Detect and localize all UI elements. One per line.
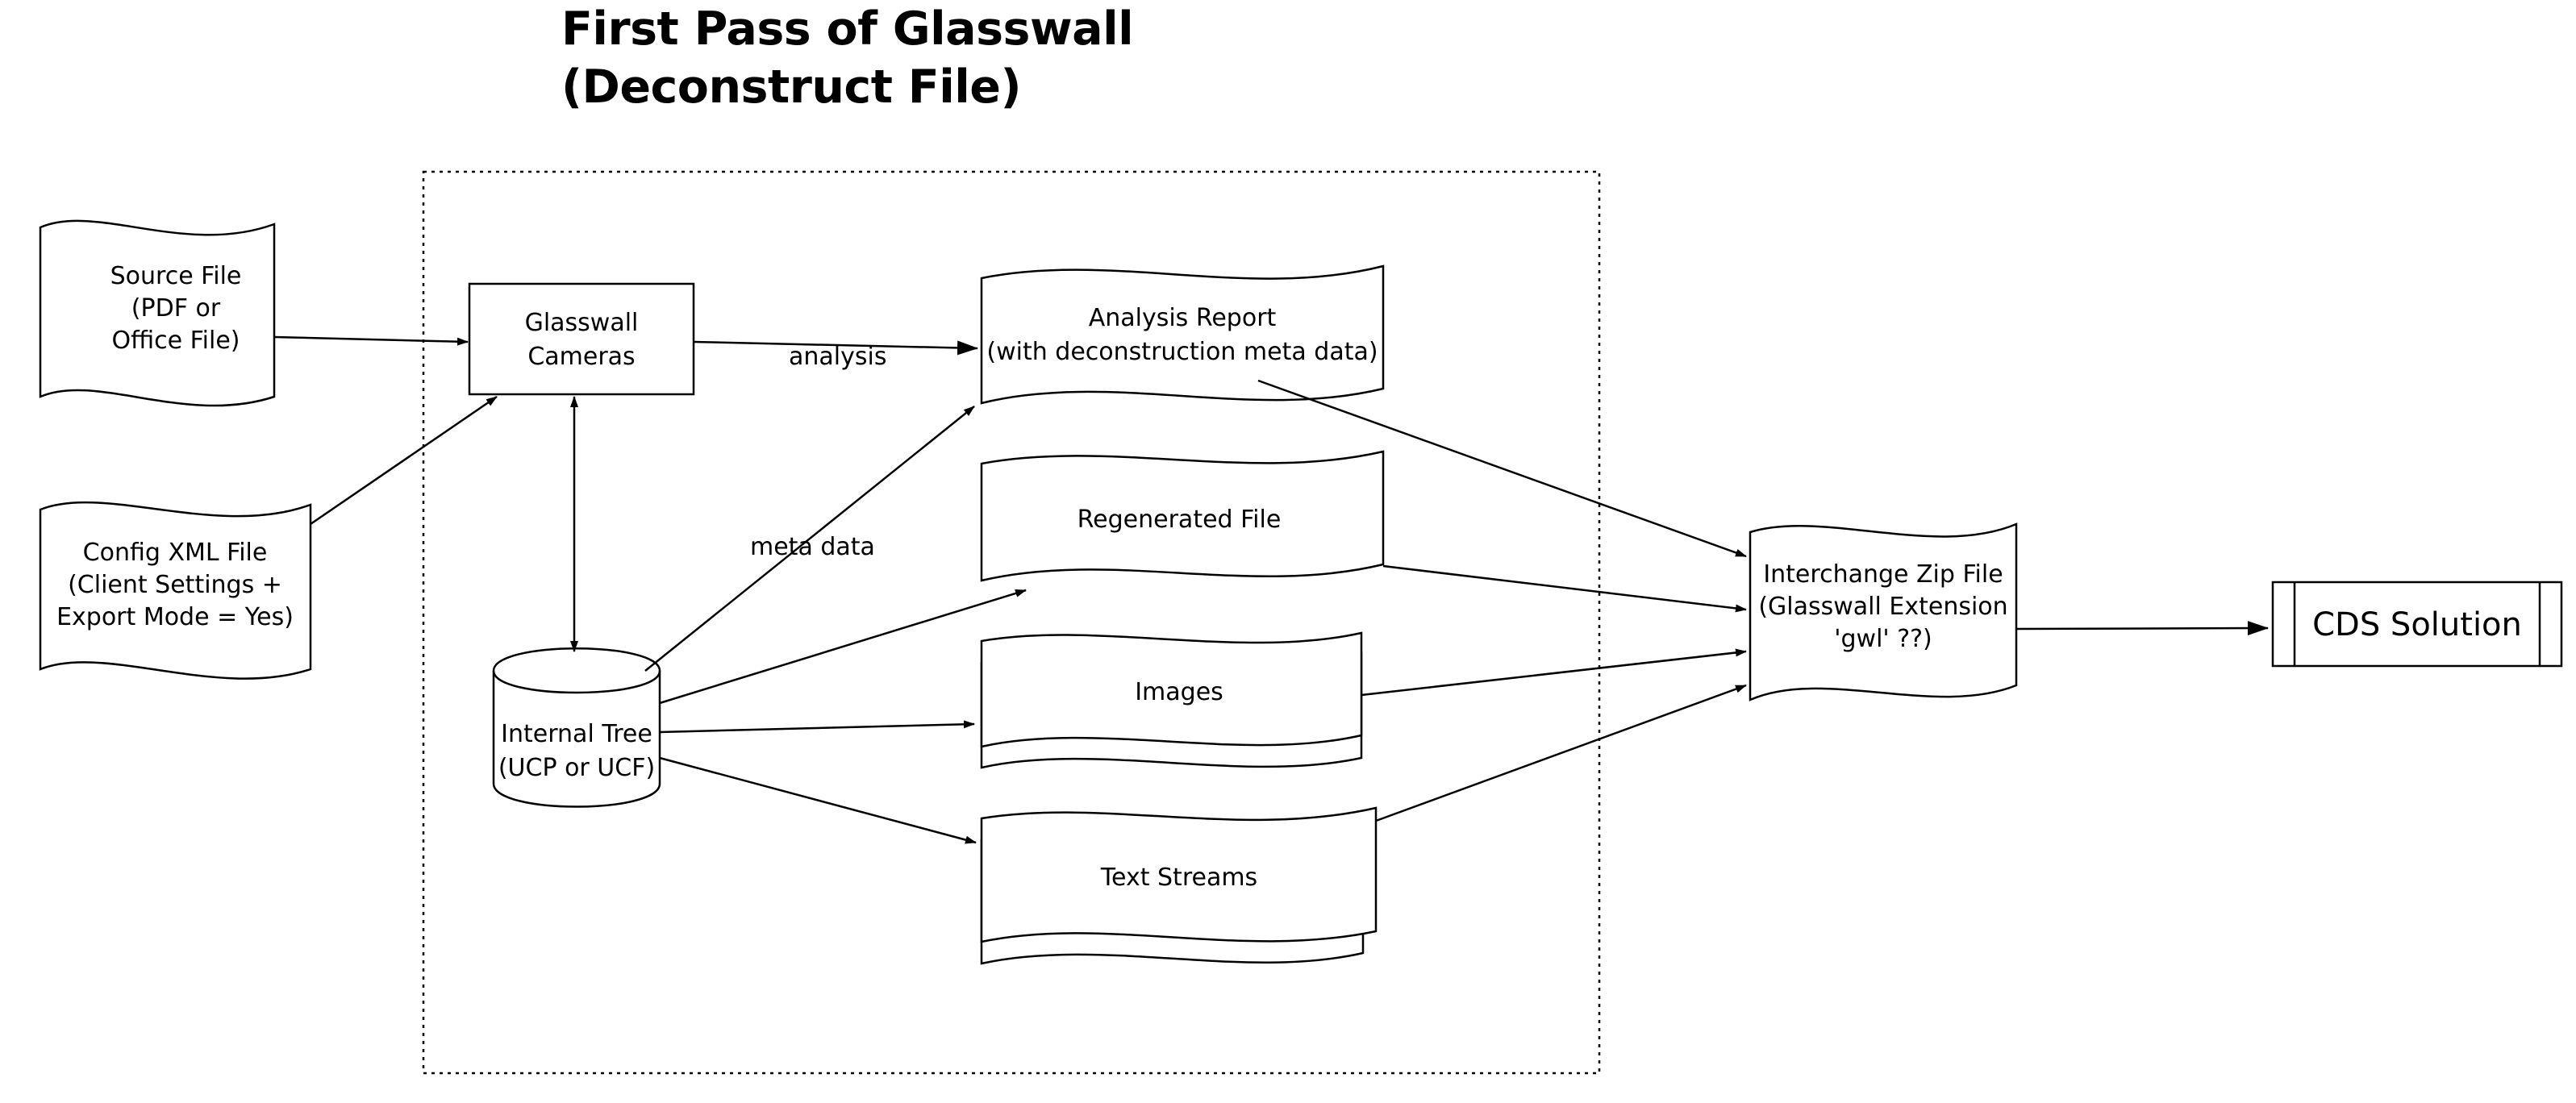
edge-config-to-cameras — [310, 395, 498, 526]
interchange-zip-label-3: 'gwl' ??) — [1834, 625, 1932, 653]
internal-tree-label-1: Internal Tree — [501, 720, 652, 748]
cds-solution-node: CDS Solution — [2271, 581, 2563, 668]
analysis-report-label-2: (with deconstruction meta data) — [986, 338, 1378, 366]
edge-zip-to-cds — [2015, 621, 2269, 636]
interchange-zip-label-2: (Glasswall Extension — [1758, 593, 2007, 621]
internal-tree-label-2: (UCP or UCF) — [498, 754, 655, 782]
text-streams-node: Text Streams — [980, 806, 1378, 965]
edge-tree-to-regenerated — [659, 589, 1027, 705]
edge-label-meta-data: meta data — [750, 533, 875, 561]
config-xml-node: Config XML File (Client Settings + Expor… — [39, 501, 312, 680]
source-file-label-3: Office File) — [111, 327, 240, 355]
config-xml-label-3: Export Mode = Yes) — [56, 603, 294, 631]
edge-tree-to-images — [659, 720, 975, 734]
cameras-label-2: Cameras — [527, 343, 635, 371]
interchange-zip-node: Interchange Zip File (Glasswall Extensio… — [1749, 522, 2018, 701]
images-node: Images — [980, 631, 1363, 769]
cameras-node: Glasswall Cameras — [468, 282, 695, 396]
edge-cameras-to-analysis — [693, 340, 978, 356]
diagram-title: First Pass of Glasswall (Deconstruct Fil… — [561, 0, 1134, 116]
regenerated-file-node: Regenerated File — [980, 450, 1385, 582]
edge-tree-to-text-streams — [659, 756, 977, 844]
regenerated-file-label: Regenerated File — [1078, 506, 1282, 534]
process-boundary — [422, 170, 1601, 1075]
interchange-zip-label-1: Interchange Zip File — [1763, 560, 2003, 589]
source-file-label-2: (PDF or — [131, 294, 221, 323]
source-file-label-1: Source File — [110, 262, 242, 290]
edge-analysis-to-zip — [1257, 379, 1747, 558]
edge-regenerated-to-zip — [1382, 564, 1747, 613]
edges — [273, 335, 2269, 844]
config-xml-label-2: (Client Settings + — [68, 571, 282, 599]
diagram-title-line-1: First Pass of Glasswall — [561, 2, 1134, 56]
source-file-node: Source File (PDF or Office File) — [39, 219, 276, 407]
edge-label-analysis: analysis — [789, 343, 886, 371]
internal-tree-node: Internal Tree (UCP or UCF) — [492, 647, 661, 808]
edge-images-to-zip — [1361, 648, 1747, 697]
edge-source-to-cameras — [273, 335, 469, 346]
text-streams-label: Text Streams — [1100, 864, 1257, 892]
analysis-report-node: Analysis Report (with deconstruction met… — [980, 264, 1385, 405]
cds-solution-label: CDS Solution — [2312, 606, 2522, 643]
diagram-title-line-2: (Deconstruct File) — [561, 60, 1022, 114]
images-label: Images — [1135, 678, 1223, 706]
edge-tree-to-analysis — [644, 406, 975, 672]
analysis-report-label-1: Analysis Report — [1089, 304, 1277, 332]
cameras-label-1: Glasswall — [525, 309, 639, 337]
edge-text-streams-to-zip — [1375, 684, 1747, 822]
config-xml-label-1: Config XML File — [83, 539, 268, 567]
